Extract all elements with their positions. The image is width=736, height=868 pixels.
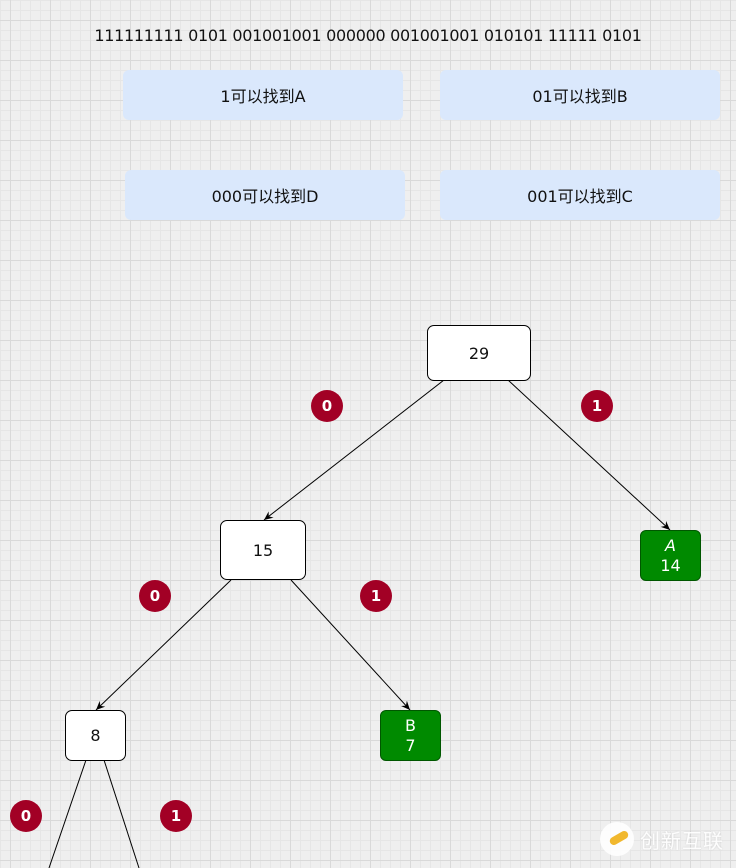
note-code-a[interactable]: 1可以找到A <box>123 70 403 120</box>
edge-label-15-left-text: 0 <box>149 587 161 605</box>
edge-label-root-right: 1 <box>581 390 613 422</box>
edge-label-8-right: 1 <box>160 800 192 832</box>
brand-logo-icon <box>600 822 634 856</box>
node-15-label: 15 <box>252 540 274 560</box>
edge-8-to-left[interactable] <box>48 759 87 868</box>
note-code-b-text: 01可以找到B <box>532 87 628 106</box>
edge-8-to-right[interactable] <box>103 759 140 868</box>
edge-15-to-b[interactable] <box>290 579 411 711</box>
node-29-label: 29 <box>468 343 490 363</box>
leaf-b-name: B <box>405 715 416 735</box>
note-code-c[interactable]: 001可以找到C <box>440 170 720 220</box>
edge-root-to-15[interactable] <box>263 379 445 521</box>
note-code-d-text: 000可以找到D <box>211 187 319 206</box>
edge-label-15-right-text: 1 <box>370 587 382 605</box>
note-code-c-text: 001可以找到C <box>527 187 633 206</box>
watermark-brand-text: 创新互联 <box>640 828 724 853</box>
edge-label-8-left-text: 0 <box>20 807 32 825</box>
watermark: 创新互联 <box>600 822 724 856</box>
edge-label-15-left: 0 <box>139 580 171 612</box>
note-code-d[interactable]: 000可以找到D <box>125 170 405 220</box>
encoded-bitstring: 111111111 0101 001001001 000000 00100100… <box>0 26 736 45</box>
edge-label-8-left: 0 <box>10 800 42 832</box>
note-code-b[interactable]: 01可以找到B <box>440 70 720 120</box>
edge-root-to-a[interactable] <box>507 379 671 531</box>
edge-label-root-left: 0 <box>311 390 343 422</box>
edge-label-root-left-text: 0 <box>321 397 333 415</box>
node-15[interactable]: 15 <box>220 520 306 580</box>
leaf-b[interactable]: B 7 <box>380 710 441 761</box>
edge-label-root-right-text: 1 <box>591 397 603 415</box>
node-29[interactable]: 29 <box>427 325 531 381</box>
leaf-a-weight: 14 <box>660 555 681 575</box>
edge-label-15-right: 1 <box>360 580 392 612</box>
edge-label-8-right-text: 1 <box>170 807 182 825</box>
node-8[interactable]: 8 <box>65 710 126 761</box>
node-8-label: 8 <box>90 726 101 745</box>
leaf-a[interactable]: A 14 <box>640 530 701 581</box>
leaf-a-name: A <box>665 535 676 555</box>
note-code-a-text: 1可以找到A <box>220 87 306 106</box>
edge-15-to-8[interactable] <box>95 579 232 711</box>
encoded-bitstring-text: 111111111 0101 001001001 000000 00100100… <box>94 26 642 45</box>
leaf-b-weight: 7 <box>405 735 416 755</box>
